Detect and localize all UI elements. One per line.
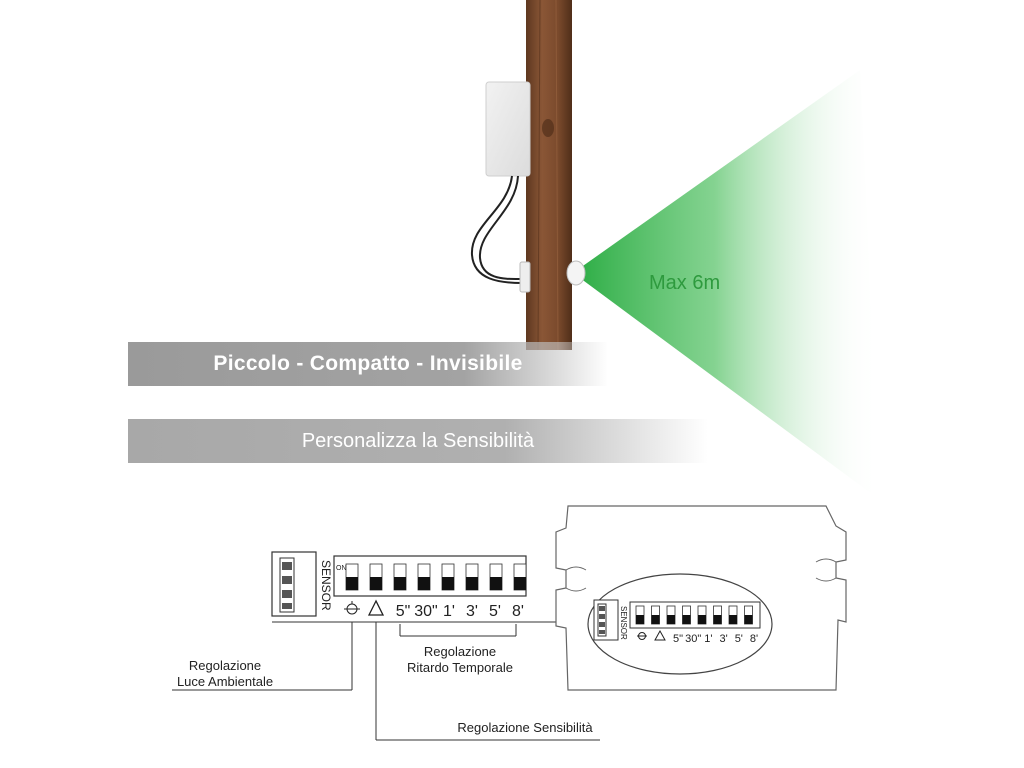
time-value-label: 30"	[685, 633, 701, 645]
dip-switch-lever	[682, 615, 691, 624]
tagline-banner: Piccolo - Compatto - Invisibile	[128, 342, 608, 386]
time-value-label: 8'	[750, 633, 758, 645]
dip-switch-lever	[442, 577, 454, 590]
dip-switch-lever	[466, 577, 478, 590]
time-value-label: 3'	[719, 633, 727, 645]
tagline-text: Piccolo - Compatto - Invisibile	[213, 352, 523, 375]
dip-switch-lever	[394, 577, 406, 590]
dip-switch-lever	[490, 577, 502, 590]
light-symbol	[344, 601, 360, 615]
small-dip-housing	[629, 601, 761, 629]
time-value-label: 5"	[673, 633, 683, 645]
dip-switch-lever	[651, 615, 660, 624]
dip-switch-lever	[370, 577, 382, 590]
detection-cone	[580, 70, 880, 500]
dip-switch-lever	[729, 615, 737, 624]
dip-switch-lever	[713, 615, 722, 624]
wooden-pole	[526, 0, 572, 350]
time-value-label: 8'	[512, 603, 524, 620]
dip-switch-lever	[418, 577, 430, 590]
on-label: ON	[336, 565, 347, 572]
range-label: Max 6m	[649, 272, 721, 294]
small-sensor-label: SENSOR	[619, 606, 628, 640]
sensitivity-note: Regolazione Sensibilità	[457, 720, 593, 735]
sensor-mount	[519, 261, 531, 293]
time-value-label: 5"	[396, 603, 411, 620]
time-delay-note: Regolazione Ritardo Temporale	[407, 644, 513, 675]
sensor-label: SENSOR	[319, 560, 333, 611]
dip-switch-lever	[698, 615, 706, 624]
time-value-label: 30"	[414, 603, 437, 620]
dip-switch-lever	[744, 615, 753, 624]
sensitivity-banner-text: Personalizza la Sensibilità	[301, 429, 535, 452]
dip-switch-diagram: SENSOR ON 5"30"1'3'5'8' SENSOR 5"30"1'3'…	[172, 505, 847, 741]
ambient-light-note: Regolazione Luce Ambientale	[176, 658, 274, 689]
time-value-label: 1'	[704, 633, 712, 645]
time-value-label: 5'	[489, 603, 501, 620]
dip-switch-lever	[667, 615, 675, 624]
dip-switch-lever	[514, 577, 526, 590]
pole-illustration	[470, 0, 880, 500]
pir-sensor	[566, 260, 586, 286]
time-value-label: 1'	[443, 603, 455, 620]
sensitivity-banner: Personalizza la Sensibilità	[128, 419, 708, 463]
time-value-label: 5'	[735, 633, 743, 645]
time-value-label: 3'	[466, 603, 478, 620]
sensitivity-triangle	[367, 599, 385, 616]
dip-switch-lever	[636, 615, 644, 624]
junction-box	[485, 81, 531, 177]
dip-switch-lever	[346, 577, 358, 590]
